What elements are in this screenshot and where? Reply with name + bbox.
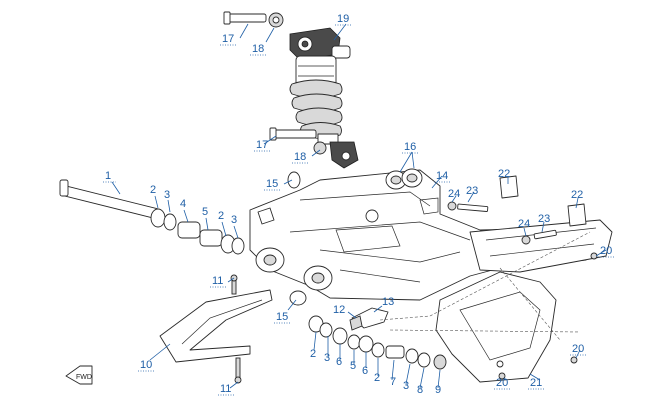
- dust-seals-16: [385, 168, 423, 190]
- swingarm: [249, 169, 613, 301]
- callout-20: 20: [496, 377, 508, 389]
- callout-19: 19: [337, 13, 349, 25]
- callout-13: 13: [382, 296, 394, 308]
- callout-15: 15: [266, 178, 278, 190]
- callout-24: 24: [518, 218, 530, 230]
- linkage-pin-upper: [447, 175, 519, 212]
- linkage-pin-lower: [521, 203, 587, 245]
- callout-5: 5: [350, 360, 356, 372]
- chain-slider: [159, 277, 273, 381]
- chain-cover: [435, 271, 557, 383]
- lower-bearing-row: [308, 315, 447, 370]
- shock-top-bushing: [268, 12, 284, 28]
- chain-guide-clip: [257, 207, 275, 225]
- chain-guard: [349, 307, 389, 331]
- callout-3: 3: [164, 189, 170, 201]
- callout-3: 3: [324, 352, 330, 364]
- fwd-label: FWD: [76, 374, 92, 381]
- rear-shock-absorber: [223, 11, 359, 169]
- callout-6: 6: [362, 365, 368, 377]
- callout-17: 17: [222, 33, 234, 45]
- callout-2: 2: [310, 348, 316, 360]
- callout-22: 22: [571, 189, 583, 201]
- screws-11: [230, 274, 242, 384]
- callout-2: 2: [150, 184, 156, 196]
- callout-22: 22: [498, 168, 510, 180]
- callout-18: 18: [294, 151, 306, 163]
- callout-23: 23: [538, 213, 550, 225]
- screws-20: [498, 252, 598, 380]
- pivot-left-bearings: [150, 208, 245, 255]
- callout-20: 20: [600, 245, 612, 257]
- callout-12: 12: [333, 304, 345, 316]
- callout-23: 23: [466, 185, 478, 197]
- callout-9: 9: [435, 384, 441, 396]
- callout-15: 15: [276, 311, 288, 323]
- shock-top-bolt: [223, 11, 267, 25]
- callout-17: 17: [256, 139, 268, 151]
- callout-3: 3: [231, 214, 237, 226]
- callout-5: 5: [202, 206, 208, 218]
- callout-16: 16: [404, 141, 416, 153]
- callout-10: 10: [140, 359, 152, 371]
- callout-underlines: [103, 24, 614, 396]
- callout-3: 3: [403, 380, 409, 392]
- callout-2: 2: [374, 372, 380, 384]
- callout-leaders: [111, 23, 607, 389]
- callout-20: 20: [572, 343, 584, 355]
- bearing-cup-lower: [289, 290, 307, 306]
- pivot-axle: [59, 179, 160, 219]
- callout-4: 4: [180, 198, 186, 210]
- callout-21: 21: [530, 377, 542, 389]
- callout-2: 2: [218, 210, 224, 222]
- callout-18: 18: [252, 43, 264, 55]
- callout-14: 14: [436, 170, 448, 182]
- callout-7: 7: [390, 376, 396, 388]
- shock-lower-bushing: [313, 141, 327, 155]
- callout-8: 8: [417, 384, 423, 396]
- callout-11: 11: [212, 275, 223, 287]
- shock-lower-bolt: [269, 127, 317, 141]
- fwd-arrow: FWD: [65, 365, 93, 385]
- callout-labels: 1 2 3 4 5 2 3 10 11 11 12 13 14 15 15 16…: [105, 13, 612, 396]
- shock-lower-clevis: [317, 133, 359, 169]
- callout-1: 1: [105, 170, 111, 182]
- shock-top-mount: [289, 27, 351, 61]
- callout-24: 24: [448, 188, 460, 200]
- callout-11: 11: [220, 383, 231, 395]
- callout-6: 6: [336, 356, 342, 368]
- bearing-cup-upper: [287, 171, 301, 189]
